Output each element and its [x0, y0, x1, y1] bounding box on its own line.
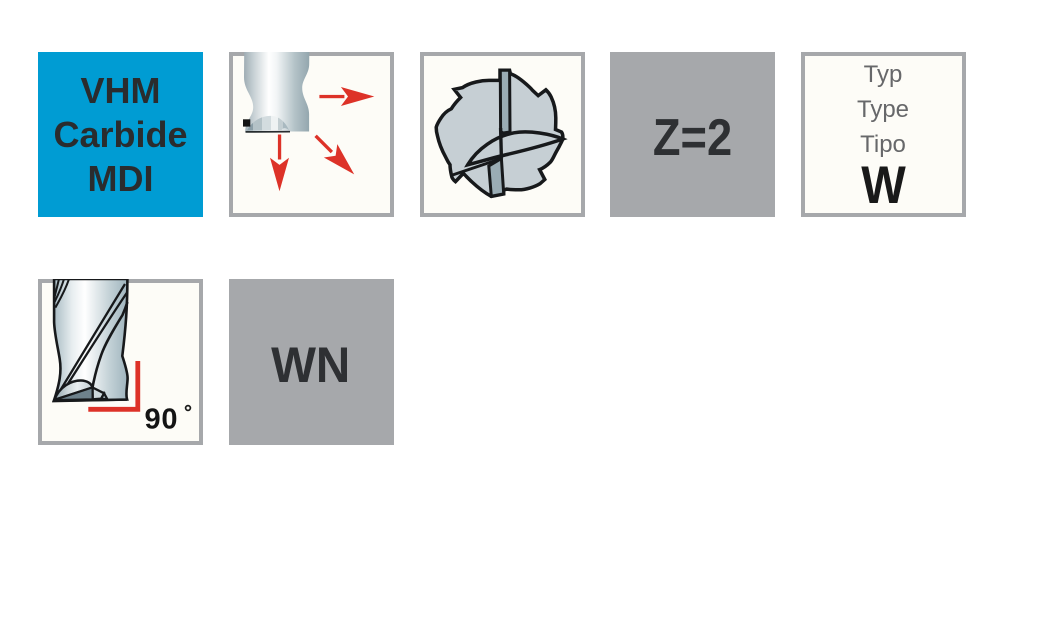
svg-text:90: 90 — [144, 403, 178, 435]
